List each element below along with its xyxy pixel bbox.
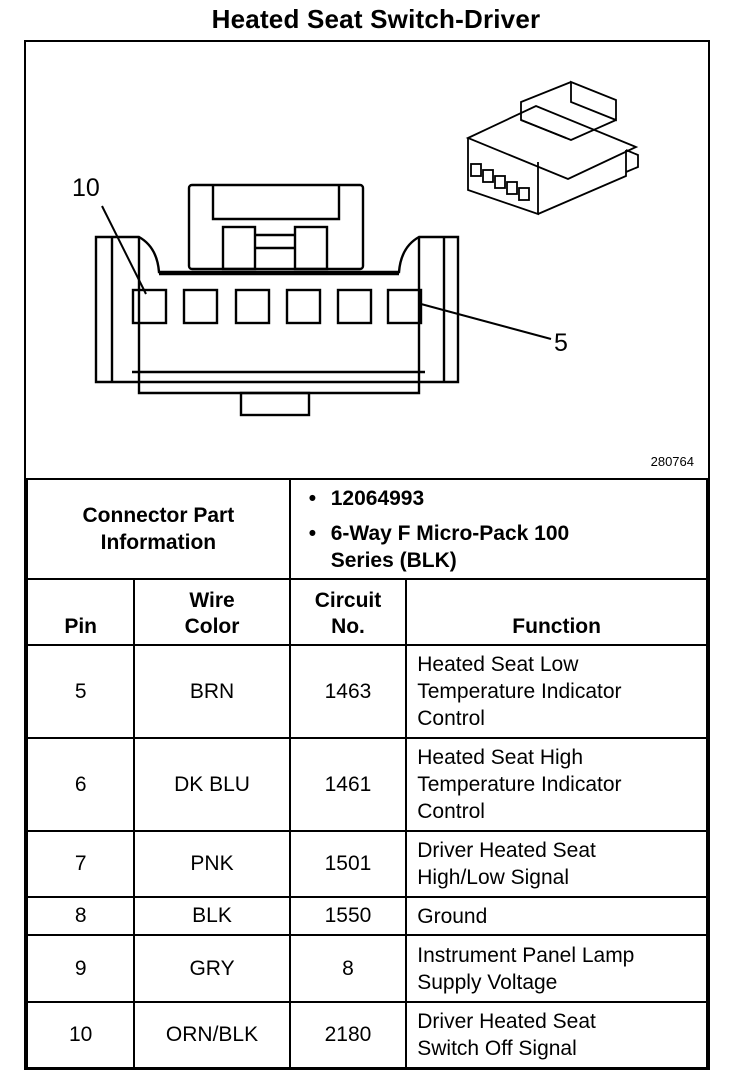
connector-info-row: Connector Part Information 12064993 6-Wa… xyxy=(26,478,709,580)
pin-cell: 5 xyxy=(25,644,136,739)
header-function: Function xyxy=(405,578,708,646)
connector-part-info-text: Connector Part Information xyxy=(82,504,235,554)
function-cell: Driver Heated Seat Switch Off Signal xyxy=(405,1001,708,1069)
connector-figure: 10 5 280764 xyxy=(26,42,708,480)
pin-cell: 6 xyxy=(25,737,136,832)
table-row: 10 ORN/BLK 2180 Driver Heated Seat Switc… xyxy=(25,1001,708,1069)
circuit-cell: 1550 xyxy=(288,896,408,936)
circuit-cell: 1463 xyxy=(288,644,408,739)
table-row: 9 GRY 8 Instrument Panel Lamp Supply Vol… xyxy=(25,934,708,1003)
table-row: 7 PNK 1501 Driver Heated Seat High/Low S… xyxy=(25,830,708,898)
connector-body xyxy=(94,235,460,384)
pin-cell: 9 xyxy=(25,934,136,1003)
pin-cell: 7 xyxy=(25,830,136,898)
table-row: 6 DK BLU 1461 Heated Seat High Temperatu… xyxy=(25,737,708,832)
cavity-9 xyxy=(182,288,219,325)
connector-sheet: 10 5 280764 Connector Part Information 1… xyxy=(24,40,710,1070)
leader-10 xyxy=(101,205,147,295)
header-row: Pin Wire Color Circuit No. Function xyxy=(25,578,708,646)
function-cell: Heated Seat High Temperature Indicator C… xyxy=(405,737,708,832)
wire-color-cell: BRN xyxy=(133,644,291,739)
table-row: 5 BRN 1463 Heated Seat Low Temperature I… xyxy=(25,644,708,739)
pin-cell: 8 xyxy=(25,896,136,936)
circuit-cell: 2180 xyxy=(288,1001,408,1069)
cavity-7 xyxy=(285,288,322,325)
cavity-8 xyxy=(234,288,271,325)
pinout-table: Connector Part Information 12064993 6-Wa… xyxy=(25,478,709,1069)
leader-5 xyxy=(420,303,552,340)
circuit-cell: 1461 xyxy=(288,737,408,832)
latch-right xyxy=(293,225,329,271)
figure-number: 280764 xyxy=(650,454,694,469)
function-cell: Heated Seat Low Temperature Indicator Co… xyxy=(405,644,708,739)
circuit-cell: 1501 xyxy=(288,830,408,898)
wire-color-cell: BLK xyxy=(133,896,291,936)
header-pin: Pin xyxy=(25,578,136,646)
cavity-10 xyxy=(131,288,168,325)
connector-part-info-label: Connector Part Information xyxy=(26,478,291,580)
page-title: Heated Seat Switch-Driver xyxy=(211,4,541,34)
table-row: 8 BLK 1550 Ground xyxy=(25,896,708,936)
latch-left xyxy=(221,225,257,271)
header-wire-color: Wire Color xyxy=(133,578,291,646)
function-cell: Driver Heated Seat High/Low Signal xyxy=(405,830,708,898)
bottom-tab xyxy=(239,391,311,417)
function-cell: Instrument Panel Lamp Supply Voltage xyxy=(405,934,708,1003)
cavity-5 xyxy=(386,288,423,325)
connector-drawing xyxy=(94,80,639,417)
cavity-6 xyxy=(336,288,373,325)
pin-label-10: 10 xyxy=(72,174,100,202)
wire-color-cell: PNK xyxy=(133,830,291,898)
connector-description: 6-Way F Micro-Pack 100 Series (BLK) xyxy=(309,520,591,574)
header-circuit-no: Circuit No. xyxy=(288,578,408,646)
function-cell: Ground xyxy=(405,896,708,936)
pin-cell: 10 xyxy=(25,1001,136,1069)
pin-label-5: 5 xyxy=(554,329,568,357)
wire-color-cell: DK BLU xyxy=(133,737,291,832)
part-number: 12064993 xyxy=(309,485,706,512)
circuit-cell: 8 xyxy=(288,934,408,1003)
latch-housing xyxy=(187,183,365,271)
wire-color-cell: ORN/BLK xyxy=(133,1001,291,1069)
connector-part-info-values: 12064993 6-Way F Micro-Pack 100 Series (… xyxy=(288,478,709,580)
iso-view xyxy=(465,80,639,216)
wire-color-cell: GRY xyxy=(133,934,291,1003)
